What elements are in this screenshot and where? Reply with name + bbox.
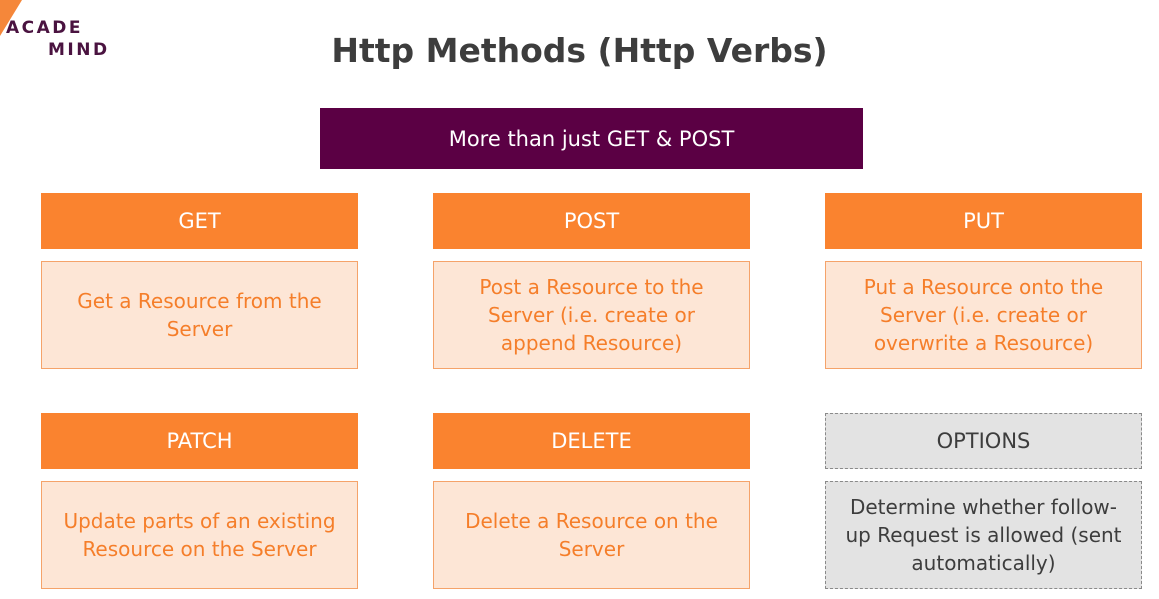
method-options-header: OPTIONS [825, 413, 1142, 469]
logo-text-line2: MIND [48, 40, 110, 60]
method-get-description: Get a Resource from the Server [41, 261, 358, 369]
method-options-description: Determine whether follow-up Request is a… [825, 481, 1142, 589]
method-put-header: PUT [825, 193, 1142, 249]
method-patch-description: Update parts of an existing Resource on … [41, 481, 358, 589]
academind-logo: ACADE MIND [0, 0, 120, 70]
method-delete-header: DELETE [433, 413, 750, 469]
method-post-header: POST [433, 193, 750, 249]
method-patch-header: PATCH [41, 413, 358, 469]
banner-more-than-get-post: More than just GET & POST [320, 108, 863, 169]
method-put-description: Put a Resource onto the Server (i.e. cre… [825, 261, 1142, 369]
page-title: Http Methods (Http Verbs) [331, 31, 828, 70]
logo-mark [0, 0, 22, 36]
method-delete-description: Delete a Resource on the Server [433, 481, 750, 589]
method-post-description: Post a Resource to the Server (i.e. crea… [433, 261, 750, 369]
method-get-header: GET [41, 193, 358, 249]
logo-text-line1: ACADE [6, 18, 84, 38]
